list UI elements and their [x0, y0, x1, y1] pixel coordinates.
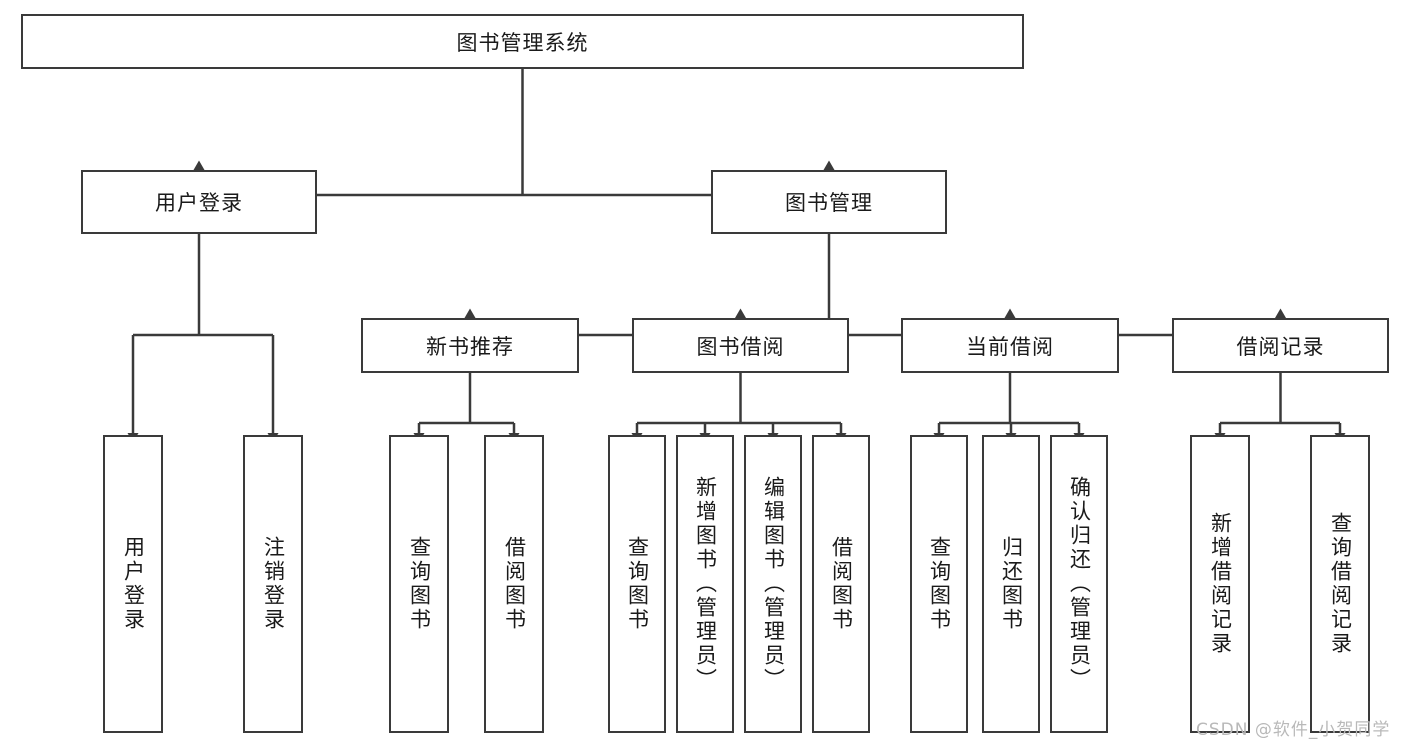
- node-borrow: 图书借阅: [632, 318, 849, 373]
- node-label: 查询图书: [927, 536, 952, 632]
- node-bookmgmt: 图书管理: [711, 170, 947, 234]
- node-leaf-bor-2: 新增图书（管理员）: [676, 435, 734, 733]
- node-leaf-cur-1: 查询图书: [910, 435, 968, 733]
- node-label: 图书借阅: [696, 334, 785, 359]
- node-leaf-new-2: 借阅图书: [484, 435, 544, 733]
- node-label: 借阅图书: [502, 536, 527, 632]
- node-label: 确认归还（管理员）: [1067, 476, 1092, 692]
- node-leaf-bor-1: 查询图书: [608, 435, 666, 733]
- node-root: 图书管理系统: [21, 14, 1024, 69]
- watermark-label: CSDN @软件_小贺同学: [1196, 720, 1391, 740]
- node-label: 用户登录: [155, 191, 243, 215]
- node-leaf-rec-2: 查询借阅记录: [1310, 435, 1370, 733]
- node-leaf-rec-1: 新增借阅记录: [1190, 435, 1250, 733]
- node-leaf-bor-3: 编辑图书（管理员）: [744, 435, 802, 733]
- node-label: 新书推荐: [426, 334, 514, 359]
- node-leaf-login-2: 注销登录: [243, 435, 303, 733]
- node-label: 当前借阅: [966, 334, 1054, 359]
- node-current: 当前借阅: [901, 318, 1119, 373]
- node-label: 用户登录: [121, 536, 146, 632]
- node-label: 图书管理系统: [456, 30, 589, 55]
- node-label: 图书管理: [785, 191, 873, 215]
- node-label: 查询借阅记录: [1328, 512, 1353, 656]
- node-leaf-bor-4: 借阅图书: [812, 435, 870, 733]
- node-leaf-cur-3: 确认归还（管理员）: [1050, 435, 1108, 733]
- node-records: 借阅记录: [1172, 318, 1389, 373]
- node-label: 新增图书（管理员）: [693, 476, 718, 692]
- node-leaf-cur-2: 归还图书: [982, 435, 1040, 733]
- node-label: 归还图书: [999, 536, 1024, 632]
- node-leaf-new-1: 查询图书: [389, 435, 449, 733]
- node-label: 借阅记录: [1236, 334, 1325, 359]
- node-label: 查询图书: [407, 536, 432, 632]
- node-login: 用户登录: [81, 170, 317, 234]
- node-label: 借阅图书: [829, 536, 854, 632]
- node-leaf-login-1: 用户登录: [103, 435, 163, 733]
- node-label: 注销登录: [261, 536, 286, 632]
- node-label: 新增借阅记录: [1208, 512, 1233, 656]
- node-label: 编辑图书（管理员）: [761, 476, 786, 692]
- node-newbook: 新书推荐: [361, 318, 579, 373]
- node-label: 查询图书: [625, 536, 650, 632]
